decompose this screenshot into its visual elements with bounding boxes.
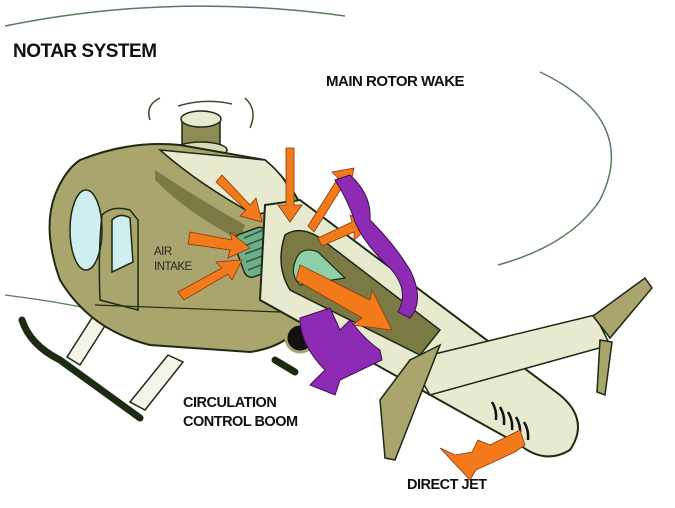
door-frame	[98, 207, 139, 311]
label-direct-jet: DIRECT JET	[407, 477, 487, 493]
airflow-arrow	[277, 147, 303, 223]
label-circulation-control-boom: CIRCULATION CONTROL BOOM	[183, 395, 298, 430]
wake-arrow-upper	[334, 174, 418, 319]
label-main-rotor-wake: MAIN ROTOR WAKE	[326, 73, 465, 90]
cowling-shadow	[155, 170, 245, 240]
door-window	[111, 214, 134, 274]
label-air-intake: AIR INTAKE	[154, 246, 192, 273]
airflow-arrow	[187, 230, 251, 259]
vertical-fin-left	[379, 343, 442, 461]
direct-jet-slots	[490, 401, 530, 441]
airflow-arrow	[177, 259, 243, 301]
landing-skids	[18, 308, 299, 422]
wake-arrows	[299, 174, 418, 396]
vertical-fin-right-bottom	[596, 339, 613, 397]
rotor-wake-arc-top	[4, 5, 346, 27]
diagram-title: NOTAR SYSTEM	[13, 41, 157, 62]
wake-arrow-lower	[299, 307, 383, 396]
front-window	[69, 189, 103, 271]
vertical-fin-right-top	[591, 276, 653, 340]
rotor-wake-arc-right	[497, 71, 613, 266]
direct-jet-arrow	[439, 429, 526, 481]
airflow-arrow	[215, 174, 263, 223]
airflow-arrow-boom	[295, 264, 393, 331]
